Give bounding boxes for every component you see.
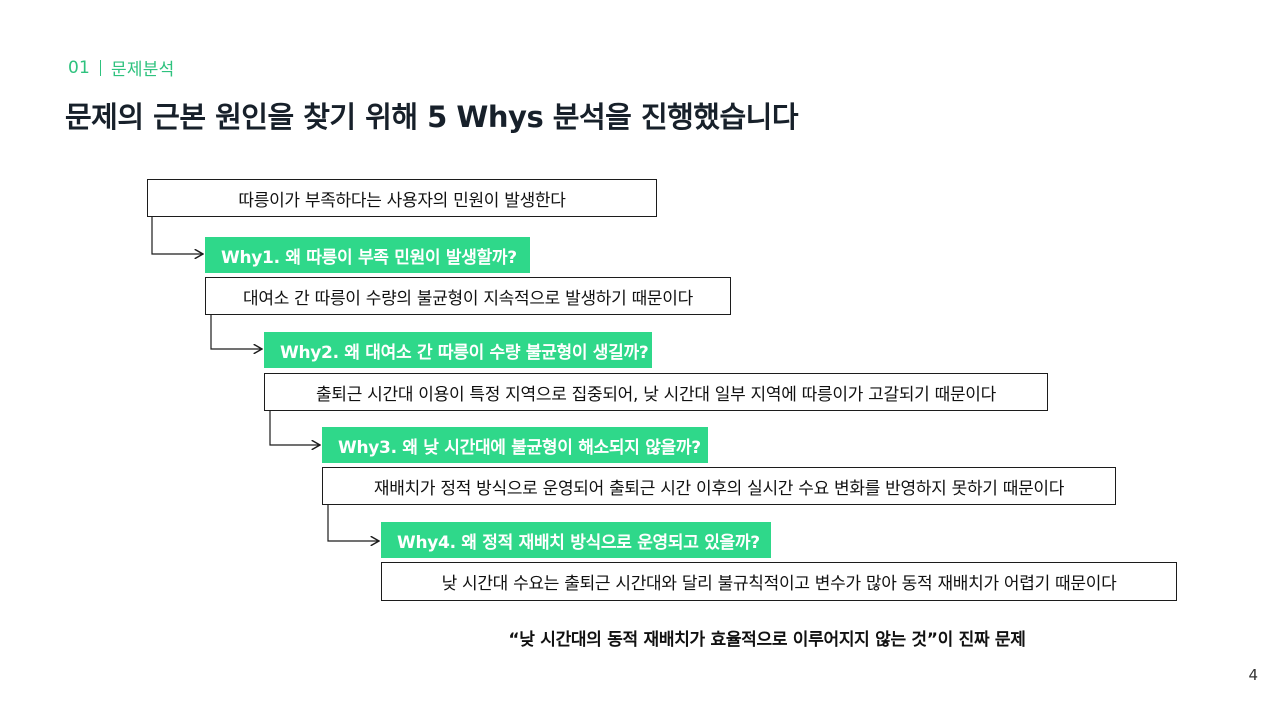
section-divider	[100, 59, 102, 76]
problem-statement-box: 따릉이가 부족하다는 사용자의 민원이 발생한다	[147, 179, 657, 217]
why4-question: Why4. 왜 정적 재배치 방식으로 운영되고 있을까?	[381, 522, 771, 558]
why1-question: Why1. 왜 따릉이 부족 민원이 발생할까?	[205, 237, 530, 273]
why3-answer-box: 재배치가 정적 방식으로 운영되어 출퇴근 시간 이후의 실시간 수요 변화를 …	[322, 467, 1116, 505]
section-number: 01	[68, 57, 91, 78]
connector-3	[269, 410, 320, 445]
why3-question: Why3. 왜 낮 시간대에 불균형이 해소되지 않을까?	[322, 427, 708, 463]
why1-answer-box: 대여소 간 따릉이 수량의 불균형이 지속적으로 발생하기 때문이다	[205, 277, 731, 315]
section-name: 문제분석	[111, 60, 175, 80]
why2-answer-box: 출퇴근 시간대 이용이 특정 지역으로 집중되어, 낮 시간대 일부 지역에 따…	[264, 373, 1048, 411]
connector-4	[327, 505, 379, 541]
connector-1	[151, 217, 203, 254]
page-number: 4	[1248, 666, 1258, 684]
page-title: 문제의 근본 원인을 찾기 위해 5 Whys 분석을 진행했습니다	[65, 100, 799, 134]
section-label: 01 문제분석	[68, 55, 175, 81]
why2-question: Why2. 왜 대여소 간 따릉이 수량 불균형이 생길까?	[264, 332, 652, 368]
connector-2	[210, 315, 262, 349]
conclusion-text: “낮 시간대의 동적 재배치가 효율적으로 이루어지지 않는 것”이 진짜 문제	[508, 629, 1026, 650]
why4-answer-box: 낮 시간대 수요는 출퇴근 시간대와 달리 불규칙적이고 변수가 많아 동적 재…	[381, 562, 1177, 601]
